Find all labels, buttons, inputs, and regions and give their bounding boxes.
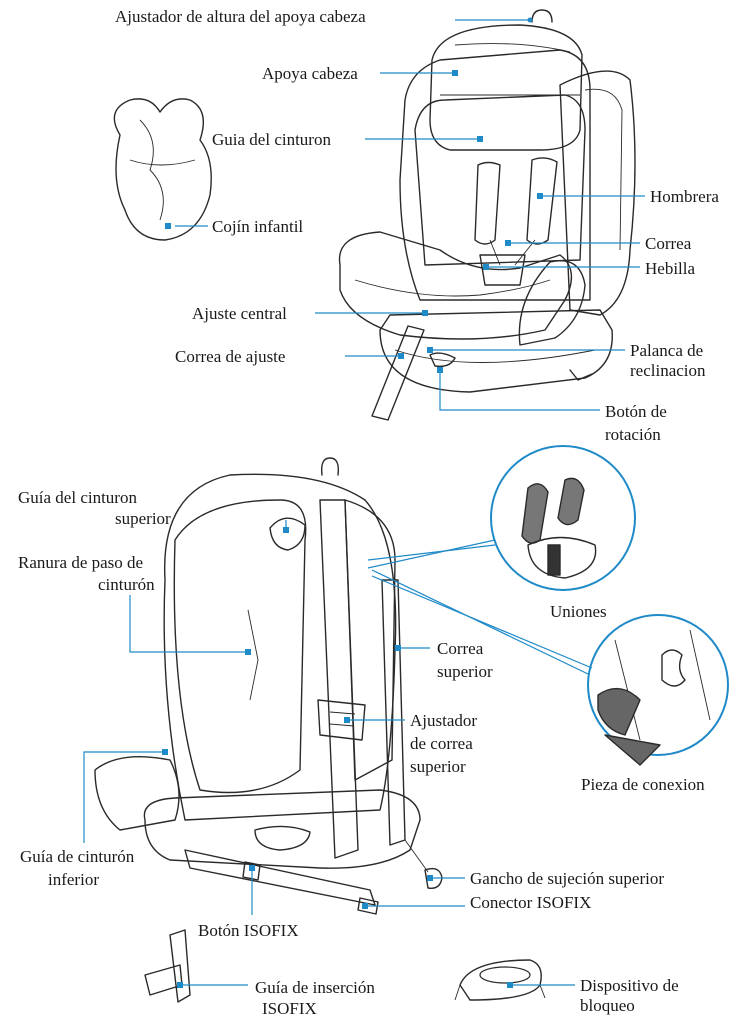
joints-inset <box>491 446 635 590</box>
label-central-adjuster: Ajuste central <box>192 304 287 323</box>
label-top-tether-hook: Gancho de sujeción superior <box>470 869 664 888</box>
label-recline-lever-1: Palanca de <box>630 341 703 360</box>
label-strap: Correa <box>645 234 692 253</box>
label-headrest-height-adjuster: Ajustador de altura del apoya cabeza <box>115 7 366 26</box>
label-infant-cushion: Cojín infantil <box>212 217 303 236</box>
label-rotation-button-2: rotación <box>605 425 661 444</box>
label-upper-belt-guide-1: Guía del cinturon <box>18 488 137 507</box>
label-adjust-strap: Correa de ajuste <box>175 347 285 366</box>
label-top-strap-adjuster-3: superior <box>410 757 466 776</box>
label-shoulder-pad: Hombrera <box>650 187 719 206</box>
label-rotation-button-1: Botón de <box>605 402 667 421</box>
locking-device-drawing <box>455 960 545 1000</box>
label-headrest: Apoya cabeza <box>262 64 358 83</box>
label-joints: Uniones <box>550 602 607 621</box>
label-recline-lever-2: reclinacion <box>630 361 706 380</box>
infant-cushion-drawing <box>114 99 211 240</box>
label-connection-piece: Pieza de conexion <box>581 775 705 794</box>
label-lower-belt-guide-1: Guía de cinturón <box>20 847 135 866</box>
seat-front-view <box>340 10 636 420</box>
label-top-strap-adjuster-2: de correa <box>410 734 473 753</box>
label-isofix-connector: Conector ISOFIX <box>470 893 591 912</box>
label-isofix-button: Botón ISOFIX <box>198 921 299 940</box>
label-top-strap-2: superior <box>437 662 493 681</box>
label-belt-slot-1: Ranura de paso de <box>18 553 143 572</box>
label-locking-device-2: bloqueo <box>580 996 635 1015</box>
label-locking-device-1: Dispositivo de <box>580 976 679 995</box>
label-belt-slot-2: cinturón <box>98 575 155 594</box>
label-top-strap-adjuster-1: Ajustador <box>410 711 477 730</box>
label-lower-belt-guide-2: inferior <box>48 870 99 889</box>
label-isofix-insert-guide-2: ISOFIX <box>262 999 317 1018</box>
connection-piece-inset <box>588 615 728 765</box>
label-buckle: Hebilla <box>645 259 695 278</box>
label-belt-guide: Guia del cinturon <box>212 130 331 149</box>
label-top-strap-1: Correa <box>437 639 484 658</box>
label-upper-belt-guide-2: superior <box>115 509 171 528</box>
isofix-insert-guide-drawing <box>145 930 190 1002</box>
label-isofix-insert-guide-1: Guía de inserción <box>255 978 375 997</box>
